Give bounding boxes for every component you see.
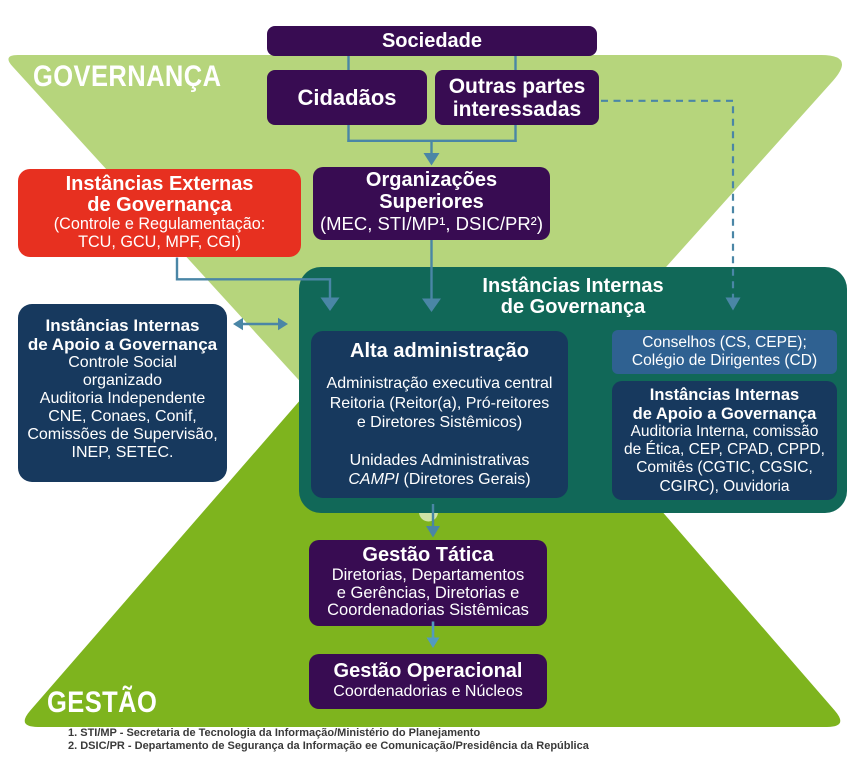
alta-administracao-box: Alta administração Administração executi… <box>311 331 568 498</box>
outras-partes-line1: Outras partes <box>448 74 586 98</box>
sociedade-label: Sociedade <box>381 30 483 52</box>
instancias-externas-box: Instâncias Externas de Governança (Contr… <box>18 169 301 257</box>
governanca-zone-label: GOVERNANÇA <box>33 60 222 93</box>
gestao-tatica-box: Gestão Tática Diretorias, Departamentos … <box>309 540 547 626</box>
apoio-interno-title-line2: de Apoio a Governança <box>632 404 817 423</box>
apoio-externo-body-line5: Comissões de Supervisão, <box>27 426 218 443</box>
organizacoes-superiores-box: Organizações Superiores (MEC, STI/MP¹, D… <box>313 167 550 240</box>
alta-body-line4: Unidades Administrativas <box>349 451 530 469</box>
apoio-interno-body-line1: Auditoria Interna, comissão <box>630 423 819 440</box>
footnote-2: 2. DSIC/PR - Departamento de Segurança d… <box>68 739 589 752</box>
apoio-governanca-interno-box: Instâncias Internas de Apoio a Governanç… <box>612 381 837 500</box>
externas-body-line2: TCU, GCU, MPF, CGI) <box>78 232 241 251</box>
gestao-zone-label: GESTÃO <box>47 686 158 719</box>
tatica-body-line1: Diretorias, Departamentos <box>331 566 525 584</box>
apoio-interno-body-line2: de Ética, CEP, CPAD, CPPD, <box>623 441 825 459</box>
externas-body-line1: (Controle e Regulamentação: <box>53 215 266 233</box>
operacional-title: Gestão Operacional <box>333 660 523 682</box>
apoio-governanca-externo-box: Instâncias Internas de Apoio a Governanç… <box>18 304 227 482</box>
conselhos-line2: Colégio de Dirigentes (CD) <box>631 352 818 369</box>
organizacoes-title-line1: Organizações <box>365 169 498 191</box>
apoio-interno-body-line3: Comitês (CGTIC, CGSIC, <box>636 459 813 477</box>
alta-body-spacer <box>311 433 568 451</box>
alta-body: Administração executiva central Reitoria… <box>311 374 568 490</box>
apoio-externo-body-line4: CNE, Conaes, Conif, <box>48 408 197 425</box>
apoio-interno-title-line1: Instâncias Internas <box>649 386 800 404</box>
externas-title-line1: Instâncias Externas <box>65 173 254 195</box>
tatica-body-line2: e Gerências, Diretorias e <box>336 583 520 602</box>
cidadaos-box: Cidadãos <box>267 70 427 125</box>
outras-partes-line2: interessadas <box>452 97 582 121</box>
cidadaos-label: Cidadãos <box>297 84 397 110</box>
apoio-interno-body-line4: CGIRC), Ouvidoria <box>659 477 790 495</box>
externas-title-line2: de Governança <box>87 194 232 216</box>
gestao-operacional-box: Gestão Operacional Coordenadorias e Núcl… <box>309 654 547 709</box>
alta-body-line1: Administração executiva central <box>326 375 553 392</box>
apoio-externo-body-line6: INEP, SETEC. <box>71 444 174 461</box>
operacional-body: Coordenadorias e Núcleos <box>333 683 523 700</box>
apoio-externo-title-line2: de Apoio a Governança <box>27 335 218 354</box>
apoio-externo-body-line3: Auditoria Independente <box>39 390 206 407</box>
organizacoes-subtitle: (MEC, STI/MP¹, DSIC/PR²) <box>319 213 544 234</box>
alta-campi-rest: (Diretores Gerais) <box>399 471 531 488</box>
sociedade-box: Sociedade <box>267 26 597 56</box>
apoio-externo-body-line1: Controle Social <box>68 354 177 371</box>
internas-title-line2: de Governança <box>500 296 646 318</box>
footnotes: 1. STI/MP - Secretaria de Tecnologia da … <box>68 727 589 752</box>
outras-partes-box: Outras partes interessadas <box>435 70 599 125</box>
internas-title-line1: Instâncias Internas <box>482 275 664 297</box>
alta-body-line3: e Diretores Sistêmicos) <box>356 414 523 431</box>
tatica-title: Gestão Tática <box>362 544 494 566</box>
alta-title: Alta administração <box>350 340 529 362</box>
organizacoes-title-line2: Superiores <box>379 190 484 213</box>
alta-body-line2: Reitoria (Reitor(a), Pró-reitores <box>329 394 550 412</box>
apoio-externo-body-line2: organizado <box>82 372 163 389</box>
alta-body-line5: CAMPI (Diretores Gerais) <box>311 470 568 490</box>
apoio-externo-title-line1: Instâncias Internas <box>45 316 200 335</box>
tatica-body-line3: Coordenadorias Sistêmicas <box>327 601 529 619</box>
conselhos-box: Conselhos (CS, CEPE); Colégio de Dirigen… <box>612 330 837 374</box>
alta-campi-italic: CAMPI <box>348 471 400 488</box>
conselhos-line1: Conselhos (CS, CEPE); <box>642 334 807 351</box>
footnote-1: 1. STI/MP - Secretaria de Tecnologia da … <box>68 727 481 739</box>
